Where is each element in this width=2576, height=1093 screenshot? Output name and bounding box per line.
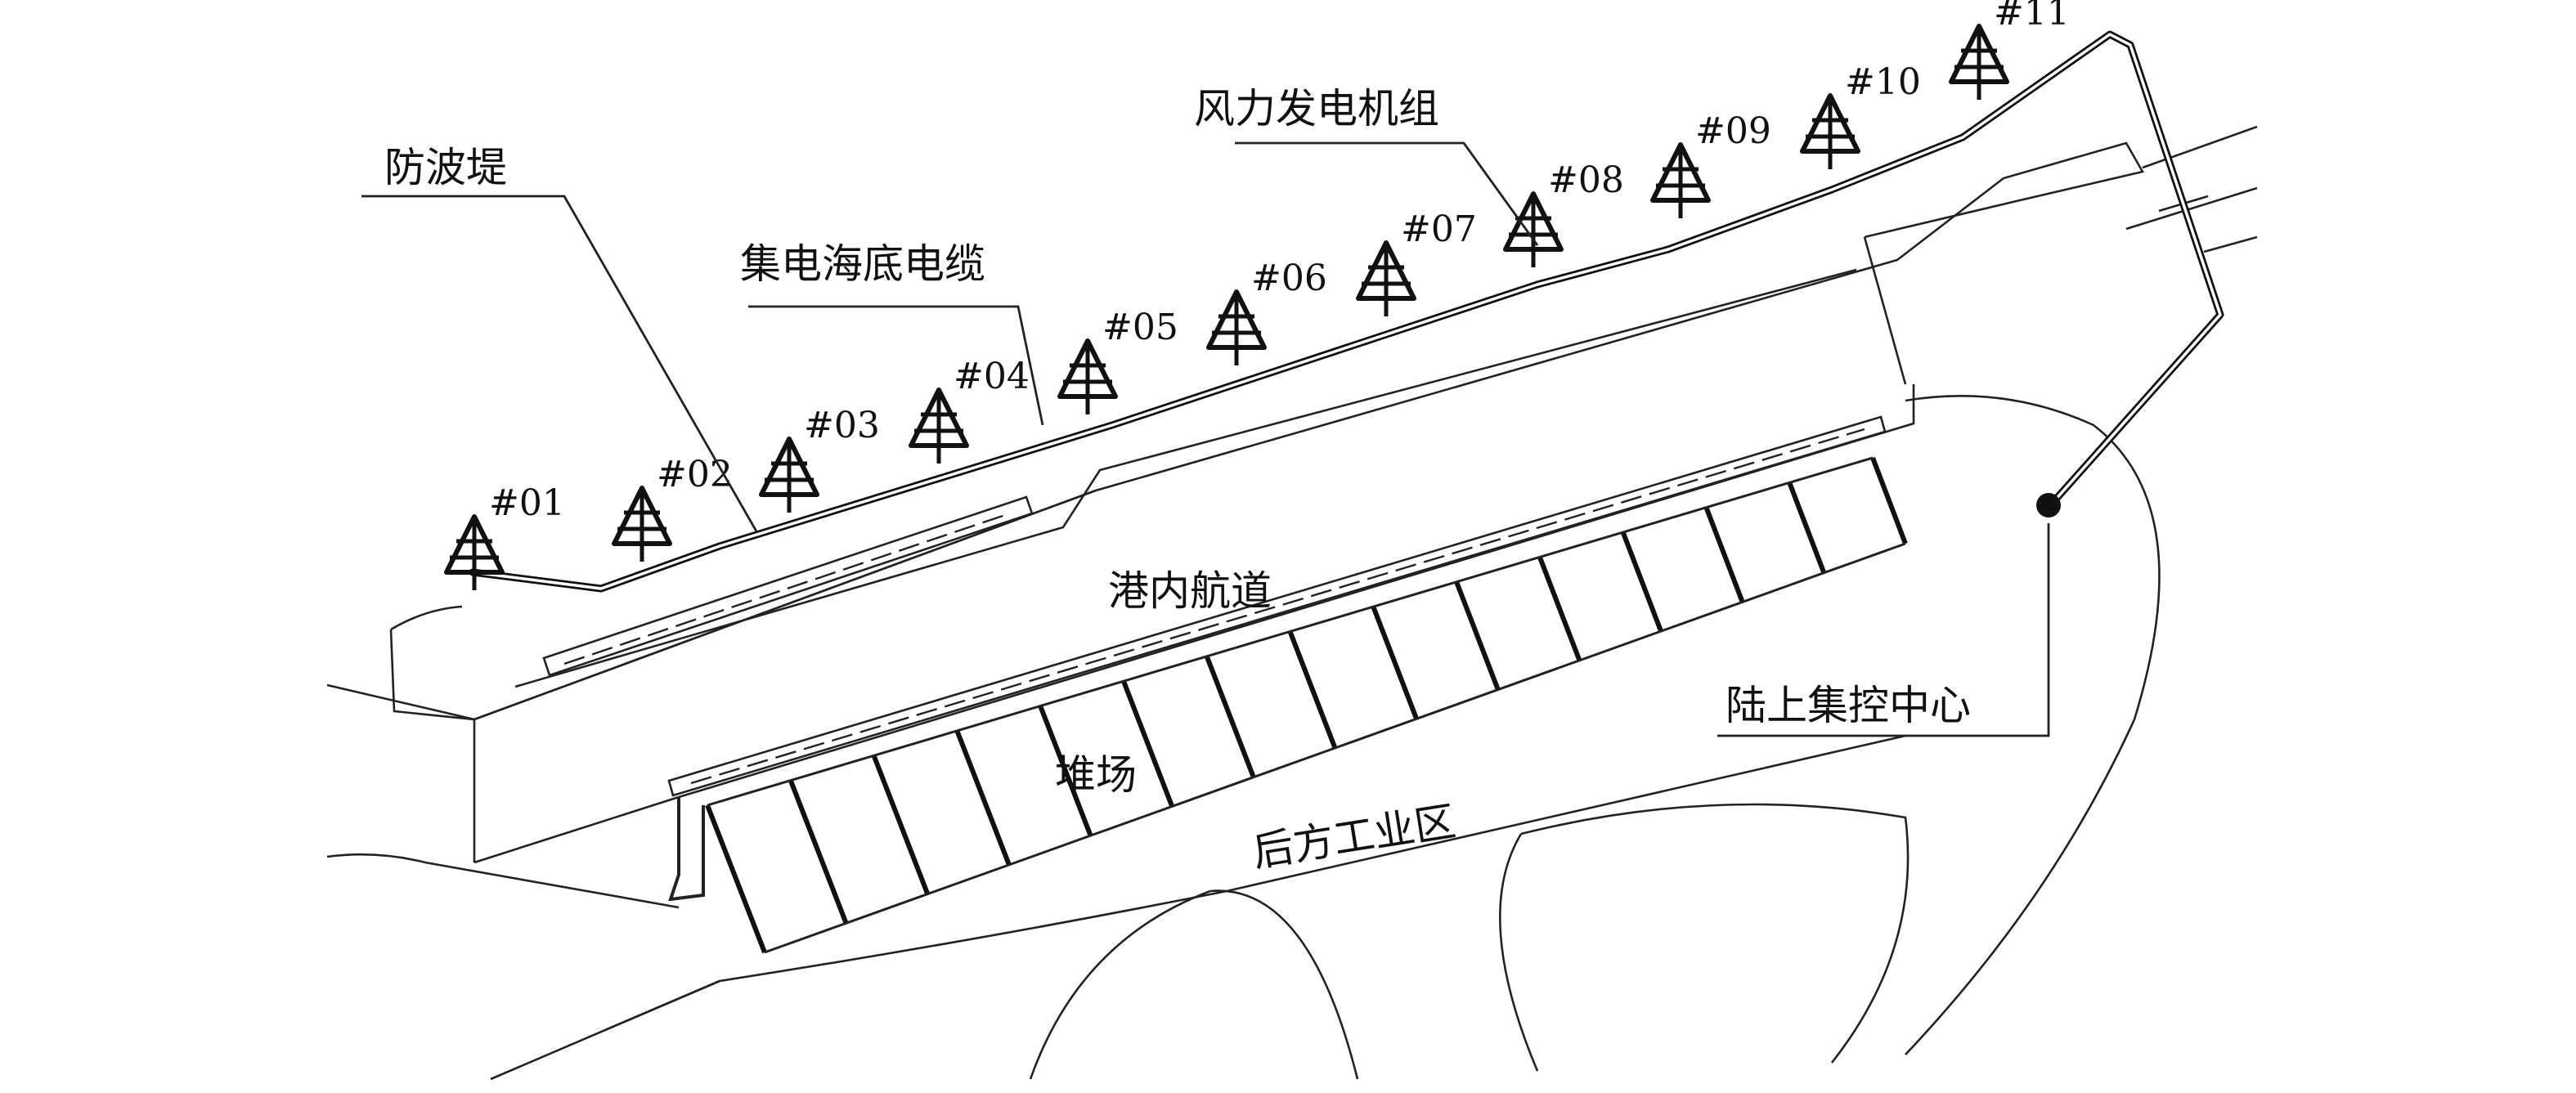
turbine-5 xyxy=(1057,338,1118,414)
yard-divider xyxy=(1870,456,1908,545)
turbine-4 xyxy=(909,387,969,464)
yard-divider xyxy=(1204,655,1256,778)
breakwater-label: 防波堤 xyxy=(384,144,507,191)
turbine-9 xyxy=(1650,142,1711,218)
yard-divider xyxy=(1787,482,1827,574)
rear-industrial-zone-label: 后方工业区 xyxy=(1250,797,1459,876)
dashed-pipelines xyxy=(542,415,1887,797)
yard-divider xyxy=(705,804,767,954)
turbine-label-11: #11 xyxy=(1994,0,2070,34)
yard-bottom-edge xyxy=(764,542,1906,954)
onshore-control-center-label: 陆上集控中心 xyxy=(1726,682,1971,729)
yard-top-edge xyxy=(707,456,1874,807)
control-center-dot xyxy=(2036,493,2061,517)
collector-cable-label: 集电海底电缆 xyxy=(740,240,985,288)
turbine-1 xyxy=(444,514,505,590)
yard-divider xyxy=(1620,531,1663,633)
storage-yard-blocks xyxy=(705,456,1908,954)
turbine-label-1: #01 xyxy=(489,482,565,524)
turbine-3 xyxy=(759,437,819,513)
yard-divider xyxy=(1038,705,1093,837)
turbine-8 xyxy=(1503,191,1564,267)
turbine-label-10: #10 xyxy=(1845,61,1921,103)
storage-yard-label: 堆场 xyxy=(1055,751,1137,799)
yard-divider xyxy=(1371,606,1419,720)
turbine-label-3: #03 xyxy=(804,405,880,446)
turbine-label-7: #07 xyxy=(1401,208,1477,250)
yard-divider xyxy=(1121,680,1175,808)
turbine-label-2: #02 xyxy=(657,454,733,495)
yard-divider xyxy=(1287,630,1338,750)
yard-divider xyxy=(954,729,1012,866)
wind-turbines-label: 风力发电机组 xyxy=(1194,85,1439,132)
yard-divider xyxy=(871,755,931,895)
quay-corner xyxy=(668,797,705,902)
turbine-10 xyxy=(1800,93,1860,169)
wind-turbines: #01 #02 #03 #04 #05 #06 #07 #08 #09 #10 #11 xyxy=(444,0,2070,590)
turbine-7 xyxy=(1356,240,1416,316)
yard-divider xyxy=(1703,506,1745,603)
turbine-label-9: #09 xyxy=(1695,110,1771,152)
yard-divider xyxy=(1537,556,1582,661)
yard-divider xyxy=(788,779,849,925)
turbine-label-4: #04 xyxy=(954,356,1030,397)
turbine-label-5: #05 xyxy=(1102,307,1178,348)
turbine-label-6: #06 xyxy=(1251,258,1327,299)
yard-divider xyxy=(1454,580,1501,691)
turbine-11 xyxy=(1949,24,2009,100)
turbine-2 xyxy=(612,486,672,562)
inner-channel-label: 港内航道 xyxy=(1108,567,1272,615)
turbine-6 xyxy=(1206,289,1267,365)
turbine-label-8: #08 xyxy=(1548,159,1624,201)
leader-lines xyxy=(361,141,2050,737)
collector-cable-line xyxy=(469,30,2224,593)
